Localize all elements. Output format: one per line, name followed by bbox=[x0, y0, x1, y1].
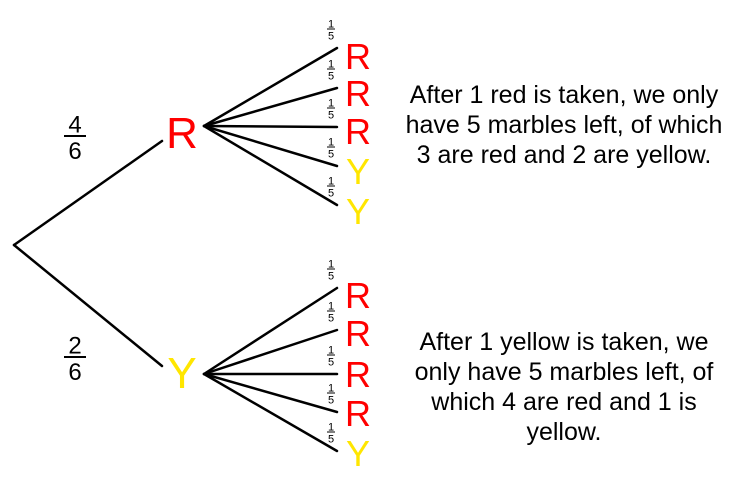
prob-first-red-denominator: 6 bbox=[68, 138, 81, 165]
outcome-red-5: Y bbox=[346, 191, 370, 232]
note-after-red: After 1 red is taken, we only have 5 mar… bbox=[405, 81, 723, 169]
outcome-first-red: R bbox=[166, 109, 198, 158]
prob-red-5-numerator: 1 bbox=[328, 175, 334, 187]
prob-red-4-numerator: 1 bbox=[328, 136, 334, 148]
branch-yellow-5 bbox=[202, 372, 339, 453]
prob-yellow-4-numerator: 1 bbox=[328, 382, 334, 394]
prob-red-3-numerator: 1 bbox=[328, 97, 334, 109]
prob-first-yellow-numerator: 2 bbox=[68, 332, 81, 359]
branch-yellow-2 bbox=[202, 328, 339, 376]
prob-red-4-denominator: 5 bbox=[328, 148, 334, 160]
prob-yellow-5-denominator: 5 bbox=[328, 433, 334, 445]
outcome-red-2: R bbox=[345, 73, 371, 114]
prob-yellow-3-numerator: 1 bbox=[328, 344, 334, 356]
prob-first-red-numerator: 4 bbox=[68, 111, 81, 138]
branch-first-yellow bbox=[12, 243, 164, 368]
prob-yellow-1-numerator: 1 bbox=[328, 258, 334, 270]
branch-yellow-4 bbox=[202, 372, 339, 414]
prob-yellow-1-denominator: 5 bbox=[328, 270, 334, 282]
branch-red-1 bbox=[202, 46, 339, 128]
prob-red-3-denominator: 5 bbox=[328, 109, 334, 121]
outcome-first-yellow: Y bbox=[167, 349, 196, 398]
prob-yellow-2-numerator: 1 bbox=[328, 300, 334, 312]
prob-yellow-3-denominator: 5 bbox=[328, 356, 334, 368]
branch-yellow-1 bbox=[202, 286, 339, 376]
outcome-yellow-5: Y bbox=[346, 433, 370, 474]
prob-yellow-5-numerator: 1 bbox=[328, 421, 334, 433]
prob-red-5-denominator: 5 bbox=[328, 187, 334, 199]
outcome-yellow-1: R bbox=[345, 275, 371, 316]
outcome-yellow-2: R bbox=[345, 313, 371, 354]
outcome-yellow-4: R bbox=[345, 393, 371, 434]
prob-red-2-denominator: 5 bbox=[328, 70, 334, 82]
branch-red-4 bbox=[202, 124, 339, 168]
outcome-red-1: R bbox=[345, 36, 371, 77]
prob-yellow-4-denominator: 5 bbox=[328, 394, 334, 406]
branch-red-3 bbox=[202, 124, 339, 129]
prob-first-yellow-denominator: 6 bbox=[68, 359, 81, 386]
outcome-yellow-3: R bbox=[345, 354, 371, 395]
prob-red-1-numerator: 1 bbox=[328, 18, 334, 30]
branch-first-red bbox=[12, 139, 164, 247]
prob-red-1-denominator: 5 bbox=[328, 30, 334, 42]
branch-red-2 bbox=[202, 86, 339, 128]
prob-red-2-numerator: 1 bbox=[328, 58, 334, 70]
prob-yellow-2-denominator: 5 bbox=[328, 312, 334, 324]
outcome-red-4: Y bbox=[346, 151, 370, 192]
branch-red-5 bbox=[202, 124, 339, 207]
outcome-red-3: R bbox=[345, 111, 371, 152]
note-after-yellow: After 1 yellow is taken, we only have 5 … bbox=[414, 328, 714, 446]
